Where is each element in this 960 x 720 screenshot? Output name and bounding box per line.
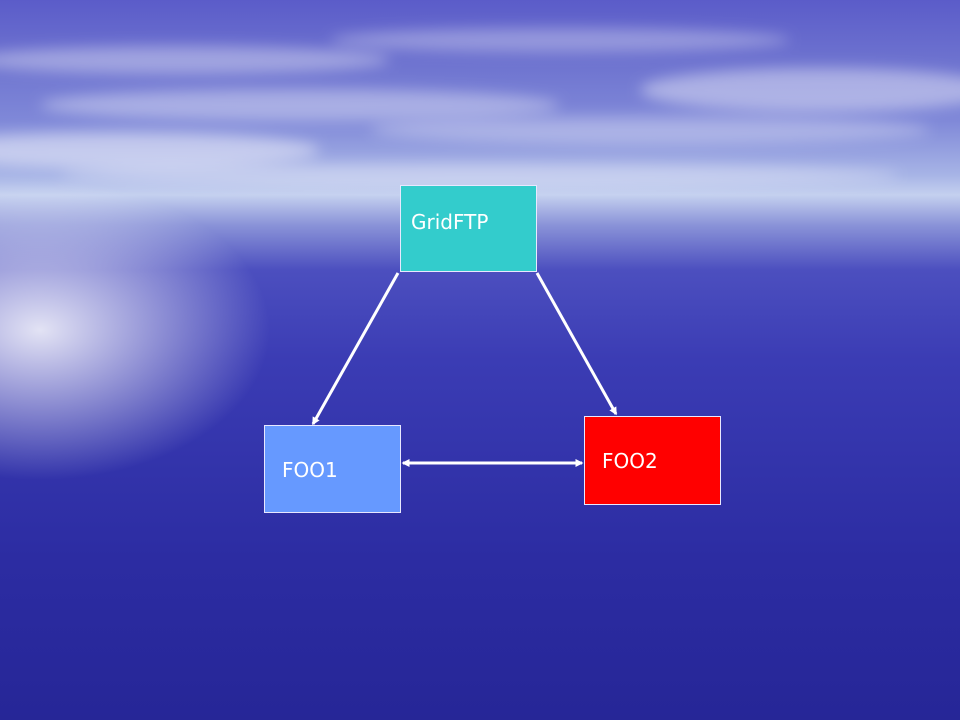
- node-foo1-label: FOO1: [282, 458, 338, 482]
- node-gridftp: GridFTP: [400, 185, 537, 272]
- node-foo2: FOO2: [584, 416, 721, 505]
- node-foo2-label: FOO2: [602, 449, 658, 473]
- node-foo1: FOO1: [264, 425, 401, 513]
- edge-gridftp-to-foo1: [311, 272, 400, 426]
- edge-gridftp-to-foo2: [535, 272, 618, 416]
- node-gridftp-label: GridFTP: [411, 210, 489, 234]
